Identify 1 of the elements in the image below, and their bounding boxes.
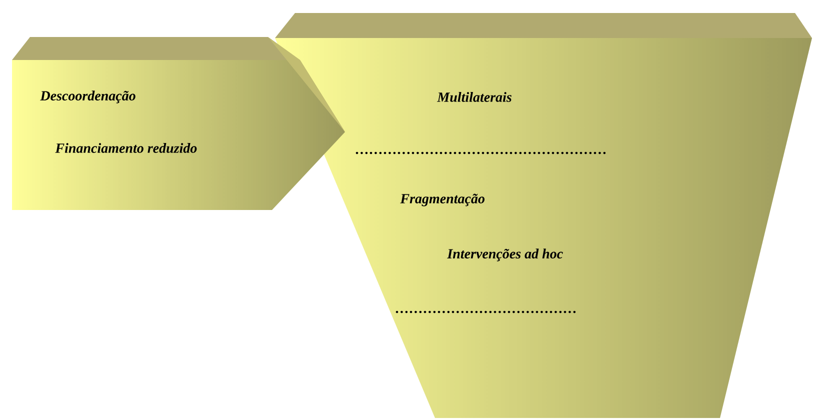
arrow-shaped-box: Descoordenação Financiamento reduzido: [12, 37, 345, 210]
